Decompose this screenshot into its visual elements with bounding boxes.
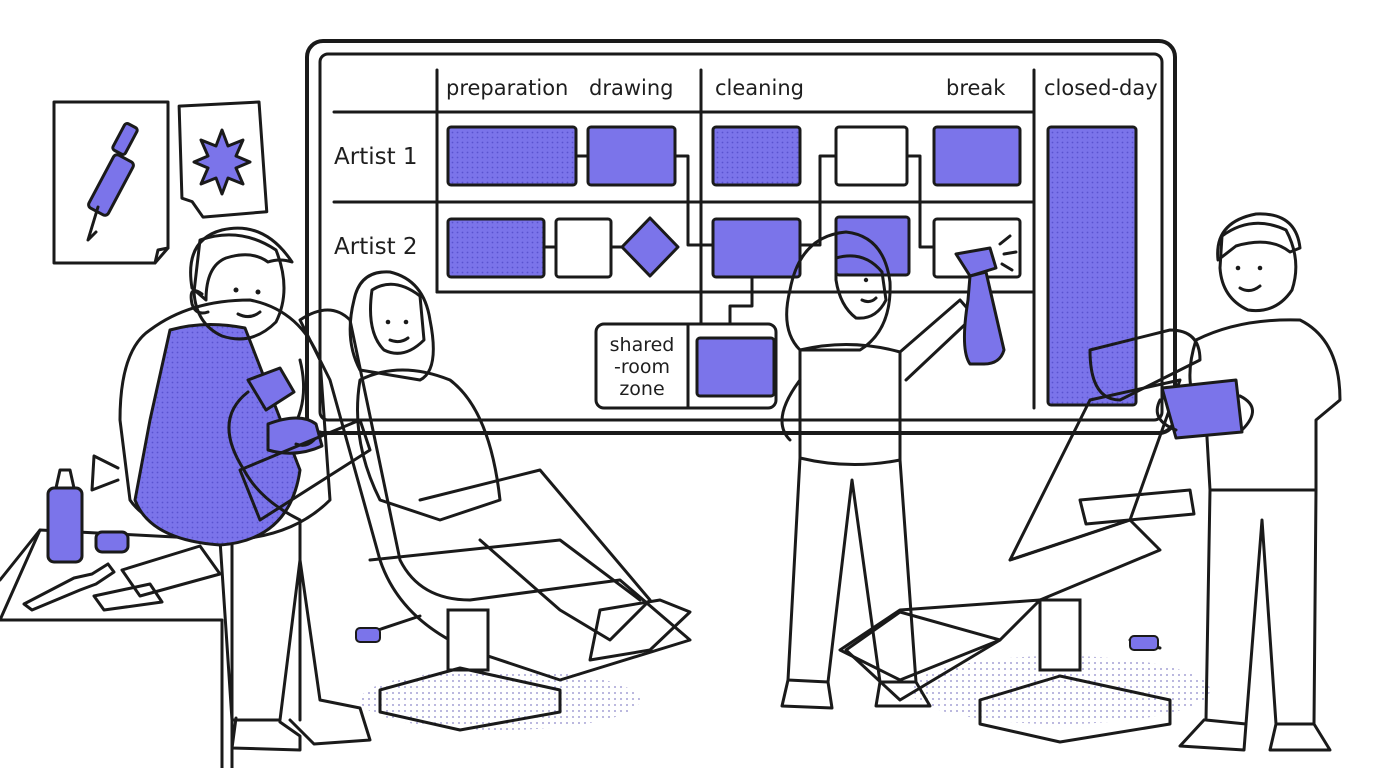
artist2-cleaning-block [711, 217, 802, 279]
floor-shadow-right [910, 656, 1210, 724]
shared-zone-line-3: zone [619, 378, 664, 400]
stencil-sheet [92, 582, 164, 612]
stencil-paper [120, 544, 222, 598]
column-break: break [946, 76, 1006, 100]
ink-cap [94, 530, 130, 554]
shared-zone-block [695, 336, 776, 398]
star-poster [177, 100, 269, 219]
tattoo-machine [246, 366, 296, 412]
ink-bottle [46, 486, 84, 564]
row-artist-1: Artist 1 [334, 144, 418, 170]
supply-table [0, 468, 234, 768]
client-seated [238, 270, 692, 662]
artist1-drawing-block [586, 125, 677, 187]
column-drawing: drawing [589, 76, 673, 100]
row-artist-2: Artist 2 [334, 234, 418, 260]
artist1-empty-block [834, 125, 909, 187]
tablet-icon [1160, 378, 1244, 440]
artist1-break-block [932, 125, 1022, 187]
artist2-preparation-block [446, 217, 546, 279]
artist2-decision-diamond [620, 216, 680, 278]
treatment-chair-right [838, 328, 1202, 744]
shared-zone-line-1: shared [610, 334, 675, 356]
artist1-cleaning-block [711, 125, 802, 187]
schedule-board: preparation drawing cleaning break close… [305, 39, 1177, 435]
floor-shadow-left [360, 670, 640, 730]
column-preparation: preparation [446, 76, 568, 100]
column-closed-day: closed-day [1044, 76, 1158, 100]
staff-with-tablet [1155, 212, 1342, 752]
tattoo-machine-poster [52, 100, 170, 265]
tattoo-machine-icon [86, 122, 139, 242]
shared-zone-line-2: -room [614, 356, 670, 378]
artist2-drawing-block [834, 215, 911, 277]
cleaning-staff [780, 230, 1018, 710]
spray-bottle-icon [954, 234, 1018, 366]
column-cleaning: cleaning [715, 76, 804, 100]
tattoo-pen-tool [22, 562, 116, 612]
star-icon [192, 128, 252, 196]
artist2-empty-block [554, 217, 613, 279]
client-chair-left [298, 308, 692, 732]
artist1-preparation-block [446, 125, 578, 187]
closed-day-block [1046, 125, 1138, 407]
